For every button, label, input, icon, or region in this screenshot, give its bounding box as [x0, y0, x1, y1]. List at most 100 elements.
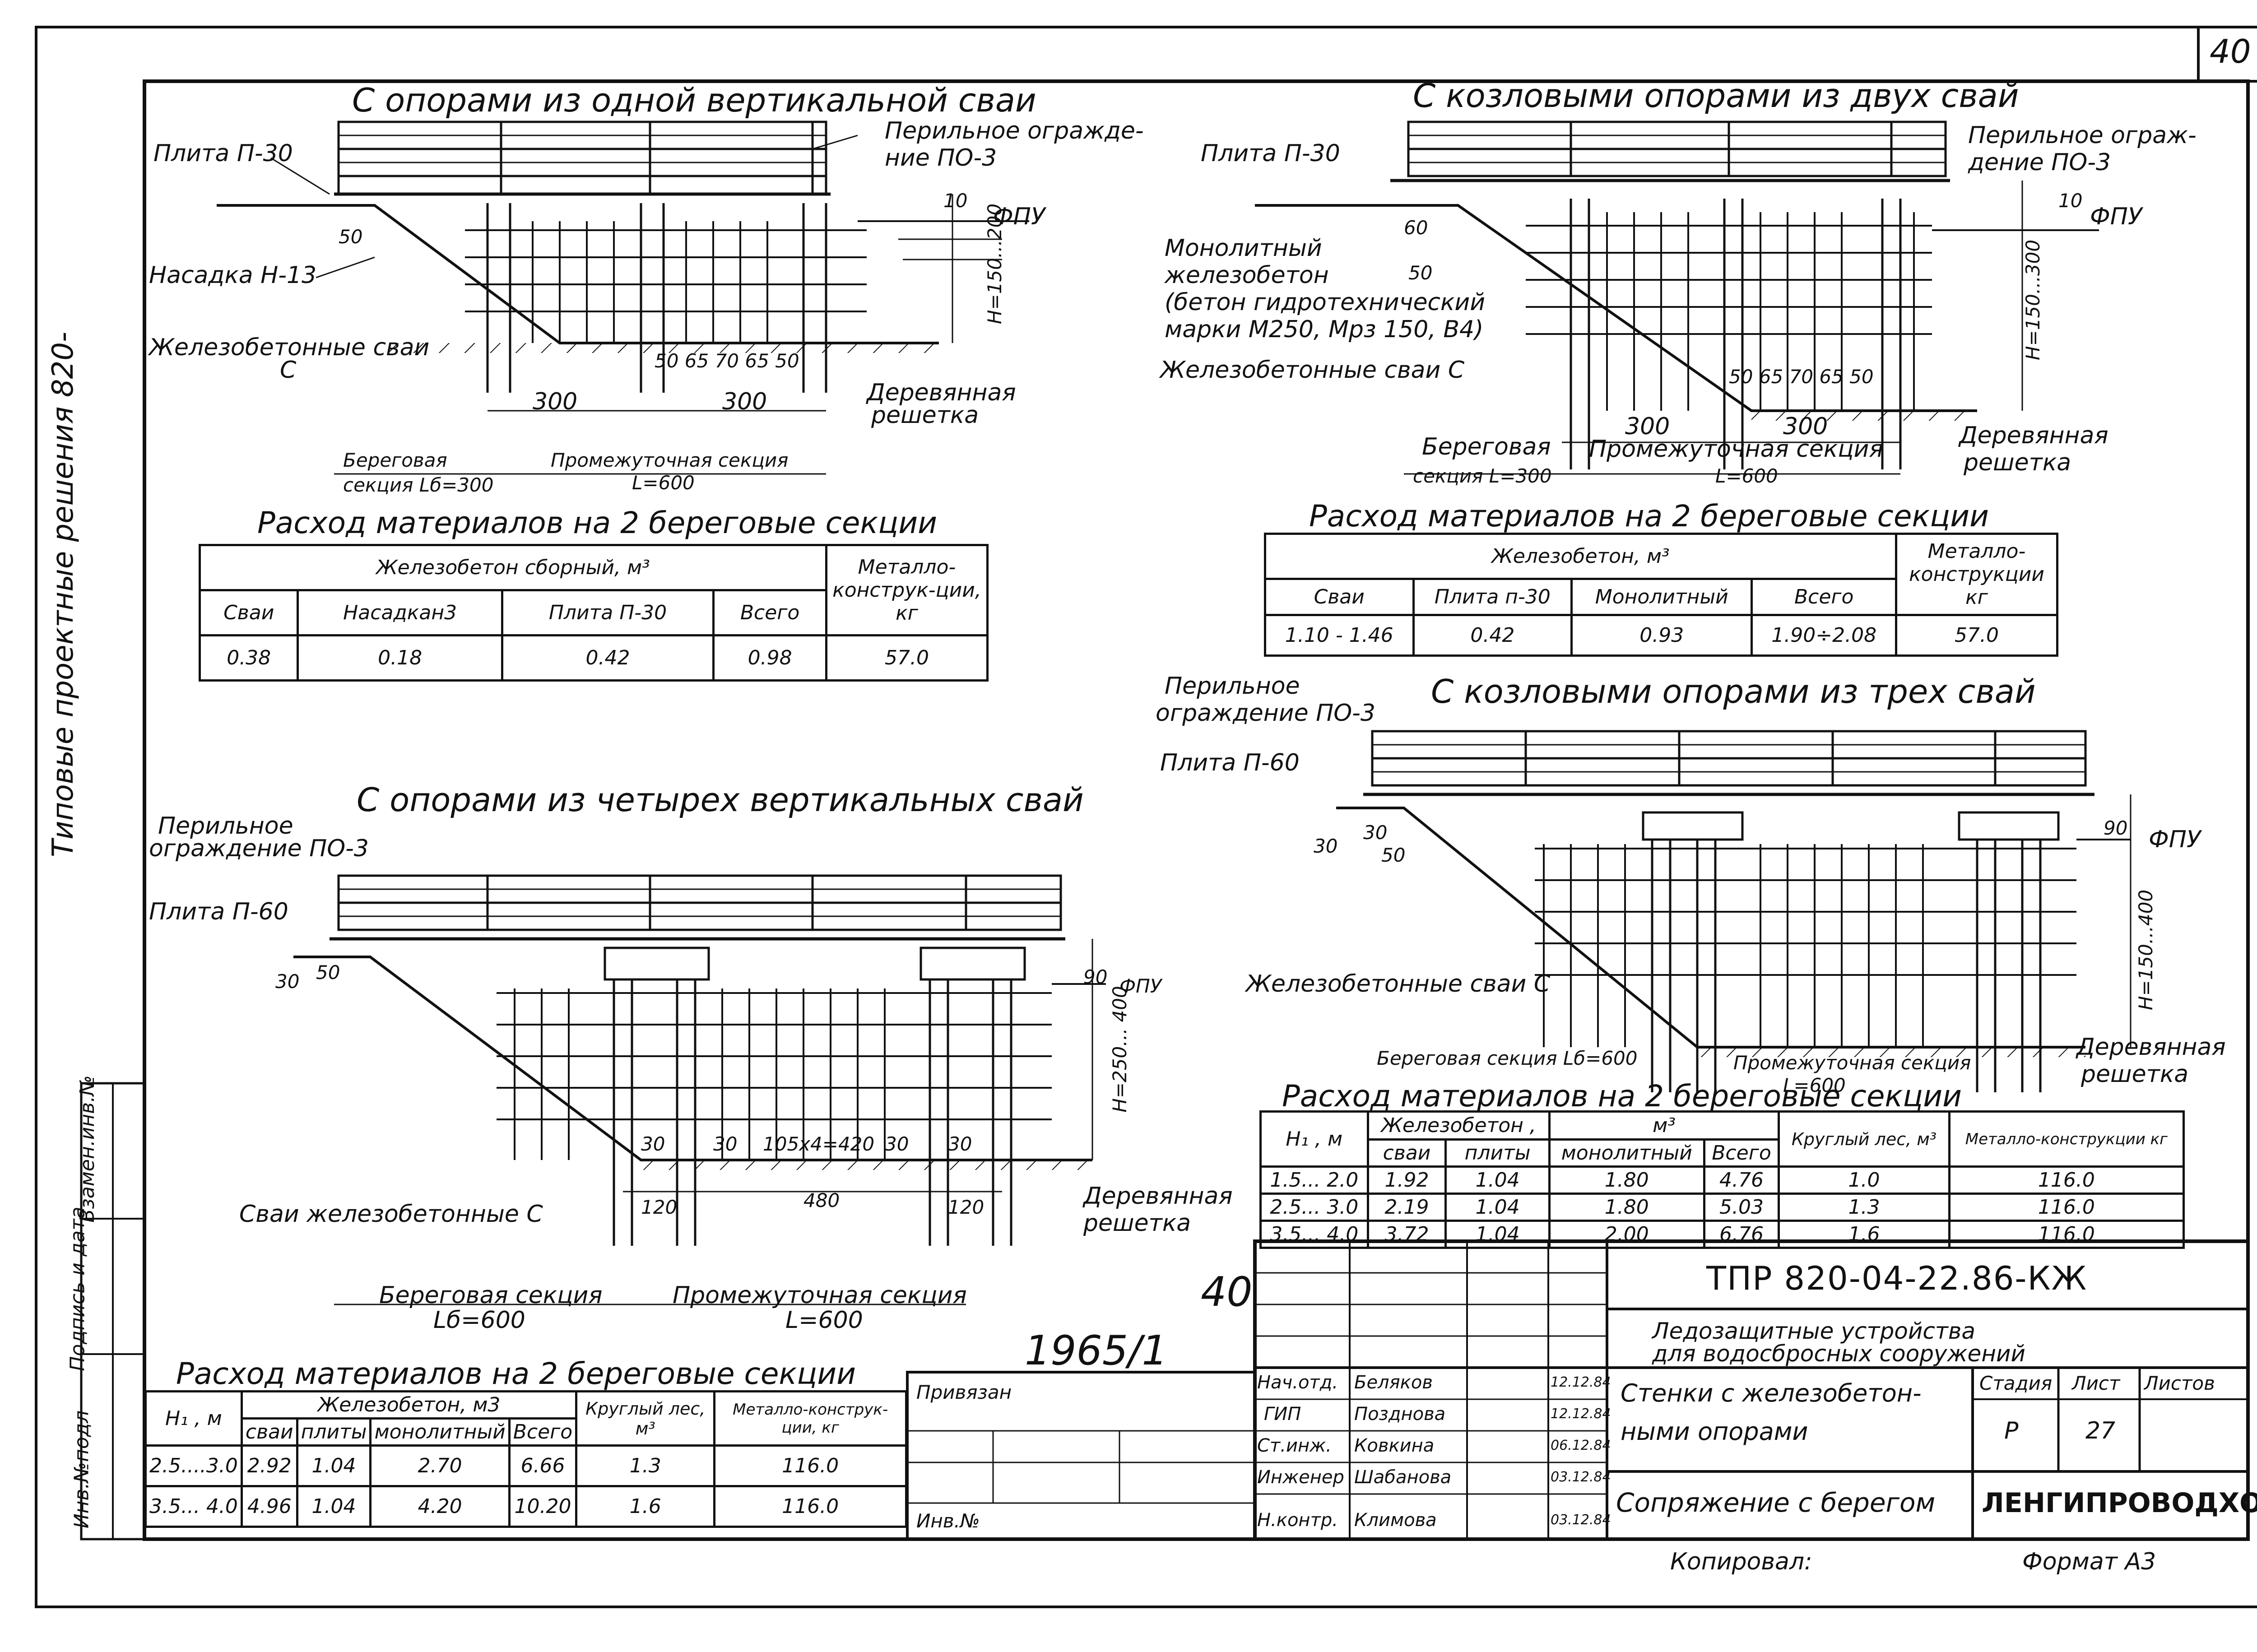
sec1-label: 50 [339, 226, 363, 248]
sec4-label: L=600 [785, 1307, 863, 1334]
sec4-metal-header: Металло-конструк-ции, кг [713, 1390, 907, 1447]
sec3-cell: 1.80 [1548, 1165, 1705, 1195]
sec2-label: Плита П-30 [1201, 140, 1340, 167]
sec3-label: 30 [1363, 821, 1388, 844]
sec1-col: Насадкан3 [297, 589, 503, 636]
sec2-label: Береговая [1422, 433, 1551, 460]
sec3-wood-header: Круглый лес, м³ [1778, 1110, 1950, 1168]
sec4-label: 30 [641, 1133, 665, 1155]
sec2-label: Перильное ограж- [1968, 122, 2197, 149]
sec2-label: 10 [2058, 190, 2083, 212]
sec3-cell: 1.3 [1778, 1193, 1950, 1222]
sec4-label: 480 [803, 1189, 840, 1211]
sec4-cell: 6.66 [508, 1444, 578, 1487]
sec2-label: ФПУ [2090, 203, 2142, 230]
sec2-label: дение ПО-3 [1968, 149, 2111, 176]
sec4-cell: 2.92 [240, 1444, 298, 1487]
outer-frame [35, 26, 2257, 1608]
sec3-label: 90 [2104, 817, 2128, 839]
sec1-group-header: Железобетон сборный, м³ [199, 544, 827, 591]
binding-title: Привязан [916, 1381, 1012, 1403]
sec1-drawing [217, 121, 1029, 475]
sec3-cell: 116.0 [1948, 1165, 2185, 1195]
sec1-label: Железобетонные сваи [149, 334, 430, 361]
sec4-label: Lб=600 [433, 1307, 525, 1334]
sec4-label: 120 [948, 1196, 985, 1218]
sec2-label: Промежуточная секция [1589, 436, 1883, 463]
sec4-h-header: Н₁ , м [144, 1390, 243, 1447]
sec2-material-table: Железобетон, м³ Металло-конструкции кг С… [1264, 533, 2058, 657]
sec4-label: 30 [275, 970, 300, 993]
sec3-label: Н=150...400 [2135, 889, 2157, 1011]
sec2-label: 50 65 70 65 50 [1729, 366, 1874, 388]
sec1-cell: 0.98 [712, 634, 827, 682]
sec4-cell: 116.0 [713, 1444, 907, 1487]
sec4-label: 30 [713, 1133, 738, 1155]
sec2-cell: 1.90÷2.08 [1751, 614, 1897, 657]
stamp-sheet-header: Лист [2072, 1372, 2120, 1394]
sec2-label: Н=150...300 [2022, 239, 2044, 361]
sec4-label: 50 [316, 961, 340, 984]
sec3-col: монолитный [1548, 1138, 1705, 1168]
sec3-row: 3.5... 4.0 3.72 1.04 2.00 6.76 1.6 116.0 [1259, 1220, 2185, 1249]
sec1-col: Сваи [198, 589, 299, 636]
sheet-number: 40 [2210, 32, 2251, 70]
sec4-cell: 4.96 [240, 1485, 298, 1528]
sec3-label: решетка [2081, 1061, 2189, 1088]
sec3-unit: м³ [1548, 1110, 1780, 1141]
sec3-row: 1.5... 2.0 1.92 1.04 1.80 4.76 1.0 116.0 [1259, 1165, 2185, 1195]
stamp-project-1: Ледозащитные устройства [1652, 1318, 1976, 1344]
sec1-title: С опорами из одной вертикальной сваи [352, 81, 1036, 119]
stamp-org: ЛЕНГИПРОВОДХОЗ [1982, 1487, 2257, 1519]
sec3-cell: 1.04 [1444, 1193, 1551, 1222]
sec3-table-title: Расход материалов на 2 береговые секции [1282, 1079, 1962, 1114]
side-stamp-1: Инв.№подл [70, 1410, 93, 1529]
sheet-number-box [2197, 26, 2257, 83]
sec4-label: Н=250... 400 [1108, 986, 1131, 1113]
sec4-label: Промежуточная секция [673, 1282, 967, 1309]
sec2-cell: 0.42 [1412, 614, 1573, 657]
footer-format: Формат А3 [2022, 1548, 2156, 1575]
sec4-group-header: Железобетон, м3 [240, 1390, 578, 1420]
sec3-cell: 2.19 [1366, 1193, 1447, 1222]
sec3-cell: 2.00 [1548, 1220, 1705, 1249]
sec4-wood-header: Круглый лес, м³ [575, 1390, 716, 1447]
sec1-label: Береговая [343, 449, 447, 471]
sec3-label: 30 [1314, 835, 1338, 857]
stamp-stage-header: Стадия [1979, 1372, 2053, 1394]
handwritten-number: 1965/1 [1025, 1327, 1168, 1374]
sec3-cell: 1.5... 2.0 [1259, 1165, 1369, 1195]
sec2-title: С козловыми опорами из двух свай [1413, 77, 2019, 115]
sec4-row: 2.5....3.0 2.92 1.04 2.70 6.66 1.3 116.0 [144, 1444, 907, 1487]
sec1-label: Промежуточная секция [551, 449, 789, 471]
sec4-label: Плита П-60 [149, 898, 288, 925]
sec2-label: железобетон [1165, 262, 1329, 289]
handwritten-page: 40 [1201, 1268, 1253, 1316]
sec3-label: Плита П-60 [1160, 749, 1300, 776]
sec4-label: решетка [1083, 1210, 1191, 1237]
sec3-title: С козловыми опорами из трех свай [1431, 673, 2036, 710]
sec3-label: Береговая секция Lб=600 [1377, 1047, 1638, 1069]
sec3-drawing [1336, 730, 2132, 1092]
stamp-title-2: ными опорами [1621, 1417, 1808, 1446]
sec3-label: Деревянная [2076, 1034, 2226, 1061]
sec4-label: Деревянная [1083, 1183, 1233, 1210]
sec3-label: Железобетонные сваи С [1246, 970, 1551, 998]
sec2-label: секция L=300 [1413, 465, 1552, 487]
sec2-col: Сваи [1264, 578, 1415, 616]
sec1-label: Деревянная [867, 379, 1016, 406]
stamp-name: Позднова [1354, 1404, 1446, 1425]
side-stamp-3: Взамен.инв.№ [75, 1075, 99, 1223]
sec3-label: ФПУ [2149, 826, 2201, 853]
sec3-col: плиты [1444, 1138, 1551, 1168]
stamp-role: ГИП [1264, 1404, 1301, 1425]
sec3-cell: 4.76 [1703, 1165, 1780, 1195]
sec1-label: Перильное огражде- [885, 117, 1144, 144]
sec4-title: С опорами из четырех вертикальных свай [357, 781, 1084, 819]
sec1-cell: 0.38 [198, 634, 299, 682]
sec3-col: Всего [1703, 1138, 1780, 1168]
sec4-label: 90 [1083, 966, 1108, 988]
stamp-stage: Р [2004, 1417, 2019, 1444]
sec1-label: 50 65 70 65 50 [655, 350, 799, 372]
